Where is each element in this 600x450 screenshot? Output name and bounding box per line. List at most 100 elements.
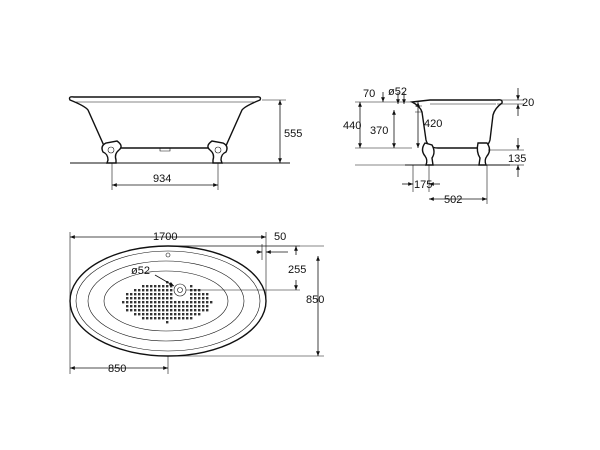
- antislip-dot: [134, 301, 137, 304]
- antislip-dot: [150, 297, 153, 300]
- antislip-dot: [190, 297, 193, 300]
- antislip-dot: [138, 305, 141, 308]
- side-foot-right: [207, 140, 228, 164]
- antislip-dot: [190, 317, 193, 320]
- antislip-dot: [182, 309, 185, 312]
- antislip-dot: [154, 285, 157, 288]
- antislip-dot: [170, 293, 173, 296]
- side-height-label: 555: [284, 128, 302, 140]
- antislip-dot: [134, 313, 137, 316]
- antislip-dot: [162, 285, 165, 288]
- antislip-dot: [138, 301, 141, 304]
- antislip-dot: [146, 313, 149, 316]
- antislip-dot: [170, 305, 173, 308]
- antislip-dot: [162, 297, 165, 300]
- plan-overflow: [165, 252, 171, 258]
- end-foot-spacing-label: 502: [444, 194, 462, 206]
- antislip-dot: [174, 301, 177, 304]
- antislip-dot: [142, 305, 145, 308]
- antislip-dot: [154, 305, 157, 308]
- antislip-dot: [150, 309, 153, 312]
- end-drain-dia-label: ø52: [388, 86, 407, 98]
- antislip-dot: [186, 301, 189, 304]
- antislip-dot: [166, 317, 169, 320]
- plan-rim-inner: [75, 250, 261, 352]
- end-total-height-label: 440: [343, 120, 361, 132]
- side-view: 555 934: [68, 96, 302, 190]
- antislip-dot: [166, 305, 169, 308]
- antislip-dot: [126, 293, 129, 296]
- antislip-dot: [138, 313, 141, 316]
- antislip-dot: [142, 289, 145, 292]
- antislip-dot: [158, 309, 161, 312]
- antislip-dot: [198, 297, 201, 300]
- antislip-dot: [170, 297, 173, 300]
- antislip-dot: [194, 305, 197, 308]
- antislip-dot: [142, 293, 145, 296]
- antislip-dot: [122, 301, 125, 304]
- antislip-dot: [174, 309, 177, 312]
- antislip-dot: [142, 301, 145, 304]
- antislip-dot: [154, 313, 157, 316]
- antislip-dot: [134, 293, 137, 296]
- plan-rim-offset-label: 50: [274, 231, 286, 243]
- antislip-dot: [130, 305, 133, 308]
- antislip-dot: [178, 301, 181, 304]
- antislip-dot: [206, 305, 209, 308]
- antislip-dot: [142, 309, 145, 312]
- antislip-dot: [206, 309, 209, 312]
- end-inner-depth-label: 420: [424, 118, 442, 130]
- antislip-dot: [170, 289, 173, 292]
- antislip-dot: [182, 317, 185, 320]
- antislip-dot: [178, 309, 181, 312]
- antislip-dot: [182, 305, 185, 308]
- antislip-dot: [146, 293, 149, 296]
- antislip-dot: [190, 305, 193, 308]
- antislip-dot: [150, 305, 153, 308]
- antislip-dot: [154, 317, 157, 320]
- antislip-dot: [186, 313, 189, 316]
- antislip-dot: [158, 297, 161, 300]
- antislip-dot: [198, 309, 201, 312]
- antislip-dot: [154, 293, 157, 296]
- antislip-dot: [166, 289, 169, 292]
- antislip-dot: [198, 313, 201, 316]
- antislip-dot: [202, 297, 205, 300]
- antislip-dot: [146, 309, 149, 312]
- plan-drain-dia-label: ø52: [131, 265, 150, 277]
- antislip-dot: [202, 301, 205, 304]
- antislip-dot: [194, 313, 197, 316]
- antislip-dot: [126, 305, 129, 308]
- side-foot-left: [101, 140, 122, 164]
- antislip-dot: [130, 293, 133, 296]
- antislip-dot: [150, 293, 153, 296]
- antislip-dot: [134, 309, 137, 312]
- antislip-dot: [194, 297, 197, 300]
- antislip-dot: [130, 297, 133, 300]
- antislip-dot: [198, 305, 201, 308]
- antislip-dot: [206, 293, 209, 296]
- antislip-dot: [194, 293, 197, 296]
- antislip-dot: [198, 301, 201, 304]
- antislip-dot: [146, 305, 149, 308]
- antislip-dot: [150, 289, 153, 292]
- plan-view: 1700 50 255 850 ø52 850: [69, 231, 324, 375]
- antislip-dot: [194, 309, 197, 312]
- antislip-dot: [170, 285, 173, 288]
- antislip-dot: [154, 301, 157, 304]
- antislip-dot: [138, 289, 141, 292]
- plan-width-label: 850: [306, 294, 324, 306]
- antislip-dot: [162, 293, 165, 296]
- antislip-dot: [170, 309, 173, 312]
- antislip-dot: [170, 317, 173, 320]
- antislip-dot: [210, 301, 213, 304]
- antislip-dot: [190, 285, 193, 288]
- antislip-dot: [126, 309, 129, 312]
- antislip-dot: [166, 297, 169, 300]
- antislip-dot: [166, 285, 169, 288]
- antislip-dot: [162, 305, 165, 308]
- end-view: 440 370 70 ø52 420 20 135 175 5: [343, 86, 534, 206]
- antislip-dot: [190, 309, 193, 312]
- antislip-dot: [194, 301, 197, 304]
- antislip-dot: [178, 305, 181, 308]
